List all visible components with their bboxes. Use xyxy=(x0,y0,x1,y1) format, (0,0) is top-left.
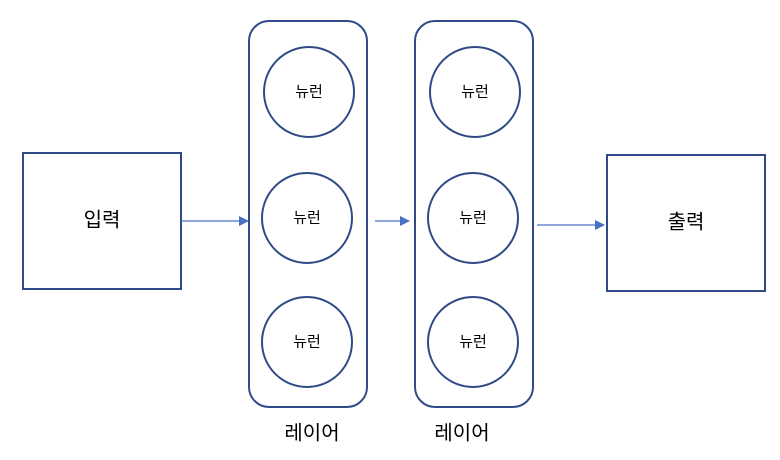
neuron: 뉴런 xyxy=(261,296,353,388)
output-node: 출력 xyxy=(606,154,766,292)
neuron-label: 뉴런 xyxy=(293,333,321,351)
input-node: 입력 xyxy=(22,152,182,290)
neuron-label: 뉴런 xyxy=(293,209,321,227)
neuron: 뉴런 xyxy=(429,46,521,138)
neuron: 뉴런 xyxy=(261,172,353,264)
neuron: 뉴런 xyxy=(263,46,355,138)
layer-2: 뉴런 뉴런 뉴런 레이어 xyxy=(414,20,534,445)
neuron-label: 뉴런 xyxy=(459,209,487,227)
neuron-label: 뉴런 xyxy=(459,333,487,351)
layer-1: 뉴런 뉴런 뉴런 레이어 xyxy=(248,20,368,445)
input-label: 입력 xyxy=(84,208,121,232)
neuron-label: 뉴런 xyxy=(461,83,489,101)
output-label: 출력 xyxy=(668,210,705,234)
layer-2-label: 레이어 xyxy=(434,421,489,445)
neuron-label: 뉴런 xyxy=(295,83,323,101)
neuron: 뉴런 xyxy=(427,296,519,388)
neuron: 뉴런 xyxy=(427,172,519,264)
layer-1-label: 레이어 xyxy=(284,421,339,445)
